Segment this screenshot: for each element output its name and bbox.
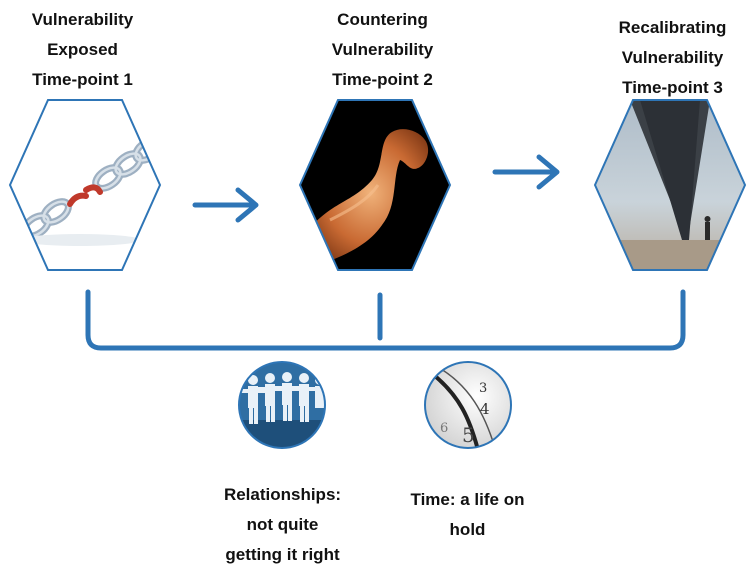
clock-image: 3 4 5 6	[424, 361, 512, 449]
svg-text:6: 6	[440, 421, 448, 436]
stage-1-line-3: Time-point 1	[32, 70, 133, 89]
stage-2-label: Countering Vulnerability Time-point 2	[300, 5, 465, 95]
stage-1-hexagon	[8, 99, 162, 271]
theme-1-line-3: getting it right	[225, 545, 340, 564]
theme-1-line-1: Relationships:	[223, 485, 342, 504]
theme-1-label: Relationships: not quite getting it righ…	[200, 480, 365, 570]
svg-text:4: 4	[480, 400, 490, 418]
stage-1-line-1: Vulnerability	[31, 10, 134, 29]
paper-people-image	[238, 361, 326, 449]
theme-2-label: Time: a life on hold	[385, 485, 550, 545]
stage-2-hexagon	[298, 99, 452, 271]
bridge-figure-image	[593, 99, 747, 271]
stage-3-line-1: Recalibrating	[618, 18, 727, 37]
svg-text:5: 5	[462, 423, 475, 447]
stage-2-line-3: Time-point 2	[332, 70, 433, 89]
stage-1-label: Vulnerability Exposed Time-point 1	[0, 5, 165, 95]
stage-2-line-2: Vulnerability	[331, 40, 434, 59]
stage-2-line-1: Countering	[337, 10, 428, 29]
arrow-right-1-icon	[192, 187, 259, 223]
theme-1-line-2: not quite	[246, 515, 319, 534]
theme-2-line-2: hold	[449, 520, 486, 539]
timeline-bracket	[85, 289, 686, 351]
stage-3-line-2: Vulnerability	[621, 48, 724, 67]
stage-3-hexagon	[593, 99, 747, 271]
theme-1-circle	[238, 361, 326, 449]
stage-3-label: Recalibrating Vulnerability Time-point 3	[590, 13, 750, 103]
theme-2-line-1: Time: a life on	[410, 490, 525, 509]
stage-3-line-3: Time-point 3	[622, 78, 723, 97]
arrow-right-2-icon	[492, 154, 560, 190]
flexed-arm-image	[298, 99, 452, 271]
theme-2-circle	[424, 361, 512, 449]
broken-chain-image	[8, 99, 162, 271]
svg-text:3: 3	[479, 381, 487, 396]
stage-1-line-2: Exposed	[47, 40, 118, 59]
